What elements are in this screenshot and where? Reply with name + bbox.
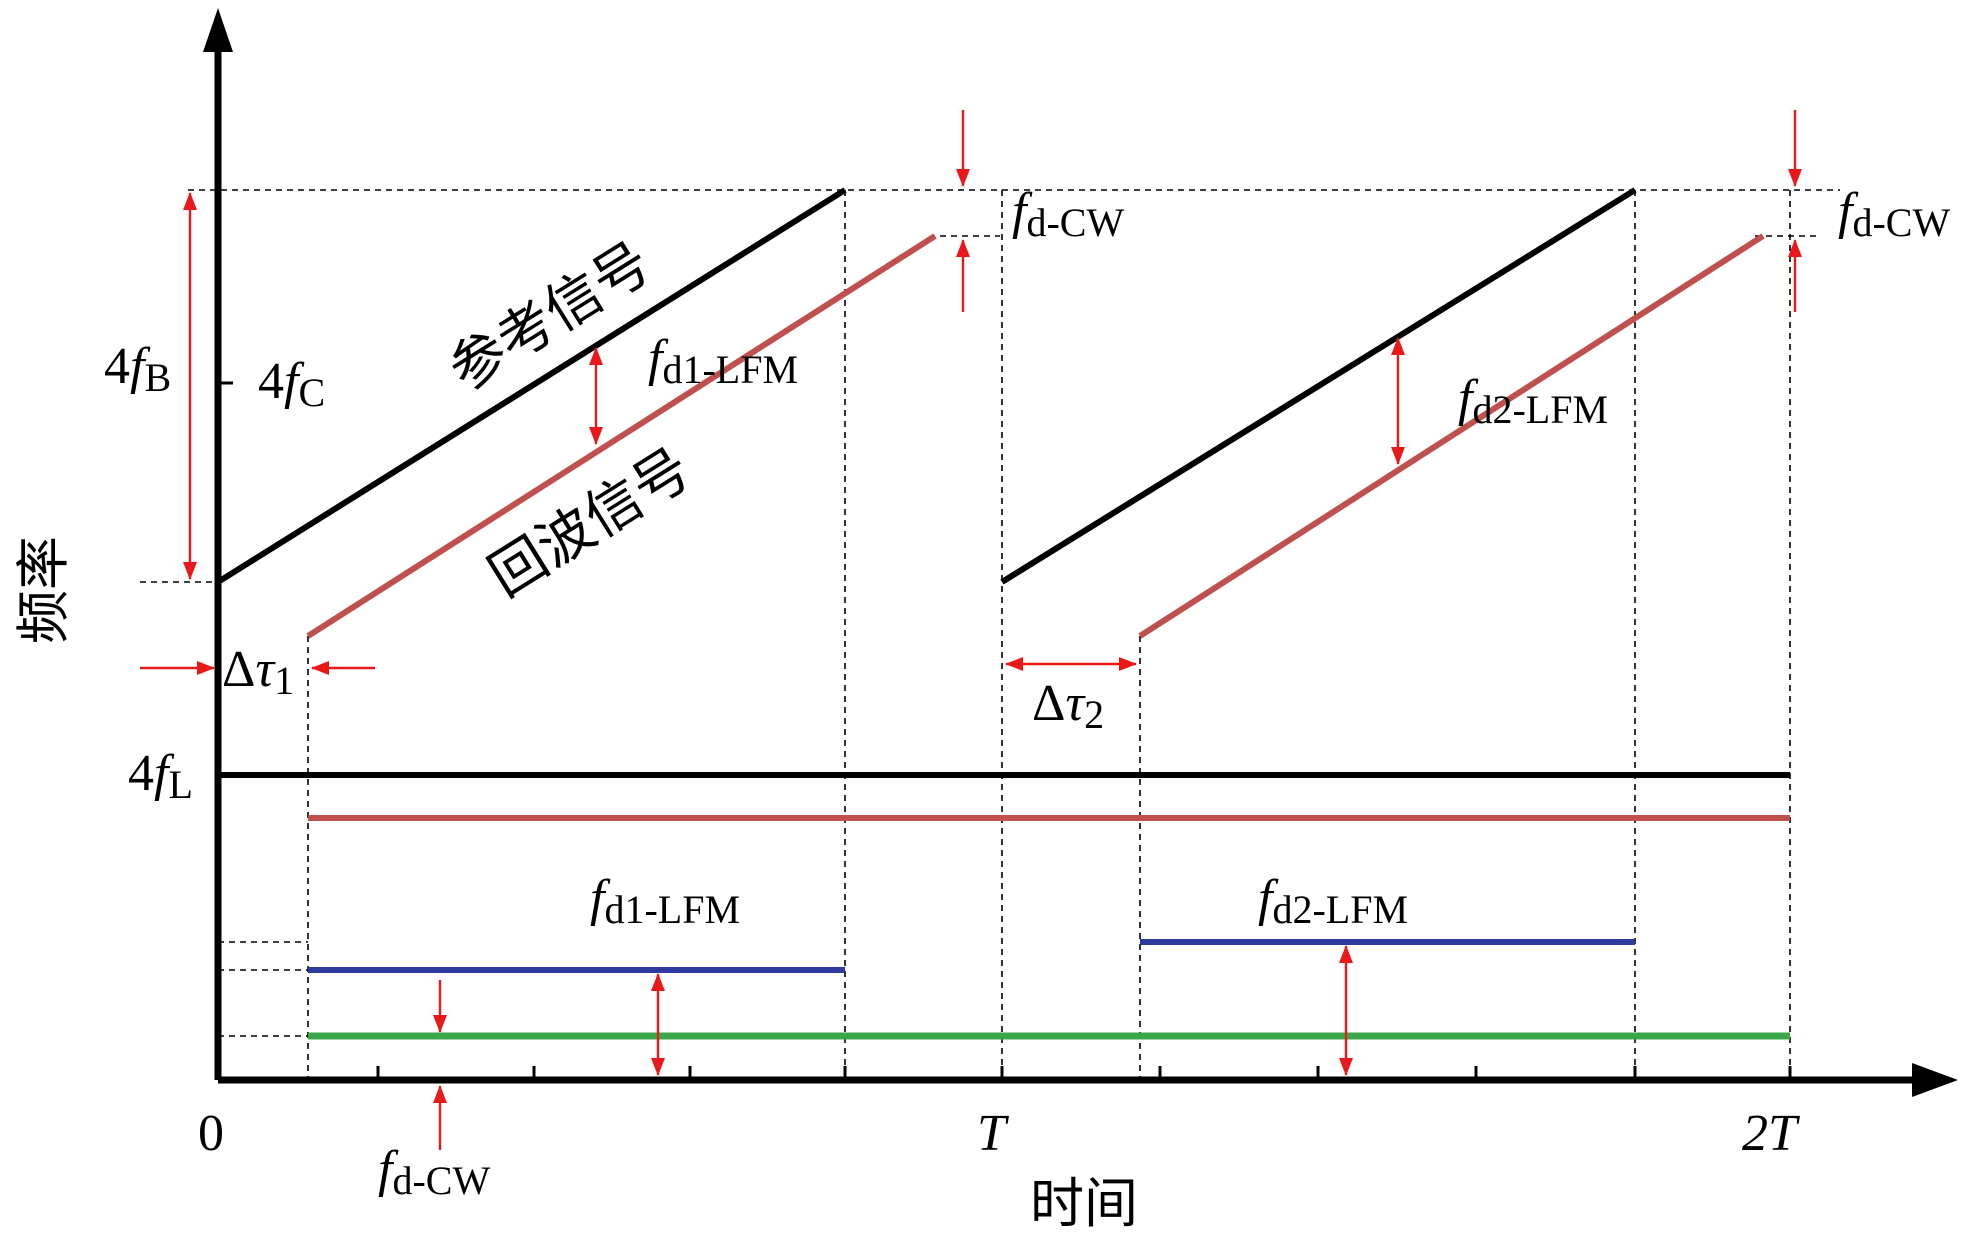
- guide-lines: [140, 189, 1840, 1080]
- label-fd1-lfm-bottom: fd1-LFM: [590, 870, 740, 932]
- x-tick-2t: 2T: [1742, 1105, 1800, 1162]
- label-4fc: 4fC: [258, 353, 325, 415]
- x-axis-arrowhead: [1912, 1063, 1958, 1097]
- echo-ramp-2: [1138, 233, 1765, 639]
- label-4fl: 4fL: [128, 745, 193, 807]
- x-axis-title: 时间: [1030, 1172, 1138, 1235]
- label-dtau1: Δτ1: [222, 641, 294, 703]
- y-axis-arrowhead: [203, 8, 233, 52]
- x-minor-ticks: [376, 1066, 1792, 1080]
- label-fd-cw-1: fd-CW: [1012, 183, 1124, 245]
- reference-ramp-2: [1000, 187, 1637, 585]
- label-fd1-lfm-top: fd1-LFM: [648, 330, 798, 392]
- label-4fb: 4fB: [104, 338, 171, 400]
- reference-ramp-1: [216, 187, 847, 585]
- label-fd-cw-bottom: fd-CW: [378, 1141, 490, 1203]
- label-echo-signal: 回波信号: [478, 436, 702, 610]
- annotation-arrows: [140, 110, 1802, 1150]
- x-tick-t: T: [977, 1105, 1009, 1162]
- label-fd2-lfm-top: fd2-LFM: [1458, 370, 1608, 432]
- x-tick-origin: 0: [198, 1105, 224, 1162]
- echo-ramp-1: [306, 233, 937, 639]
- label-fd2-lfm-bottom: fd2-LFM: [1258, 870, 1408, 932]
- label-dtau2: Δτ2: [1032, 675, 1104, 737]
- signal-lines: [216, 187, 1790, 1040]
- label-fd-cw-2: fd-CW: [1838, 183, 1950, 245]
- axes: [203, 8, 1958, 1097]
- y-axis-title: 频率: [12, 536, 75, 644]
